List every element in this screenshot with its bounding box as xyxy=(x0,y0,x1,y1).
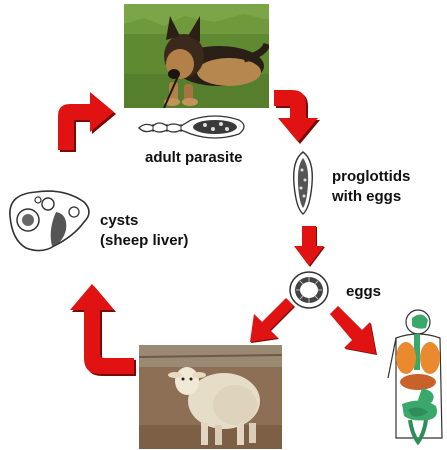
adult-parasite-label: adult parasite xyxy=(145,149,243,167)
arrow-proglottids-to-eggs xyxy=(292,224,326,268)
cysts-label-line1: cysts xyxy=(100,212,138,230)
human-anatomy-icon xyxy=(382,308,444,448)
proglottids-label-line2: with eggs xyxy=(332,188,401,206)
sheep-photo xyxy=(139,345,282,449)
arrow-eggs-to-human xyxy=(328,304,384,360)
cysts-label-line2: (sheep liver) xyxy=(100,232,188,250)
arrow-eggs-to-sheep xyxy=(246,296,296,346)
arrow-cysts-to-dog xyxy=(48,82,120,152)
proglottids-label-line1: proglottids xyxy=(332,168,410,186)
proglottid-segment-icon xyxy=(290,150,316,216)
sheep-liver-cyst-icon xyxy=(2,186,94,256)
arrow-sheep-to-cysts xyxy=(56,280,136,378)
arrow-dog-to-proglottids xyxy=(272,84,324,144)
eggs-label: eggs xyxy=(346,283,381,301)
dog-photo xyxy=(124,4,269,108)
adult-tapeworm-icon xyxy=(135,110,250,144)
